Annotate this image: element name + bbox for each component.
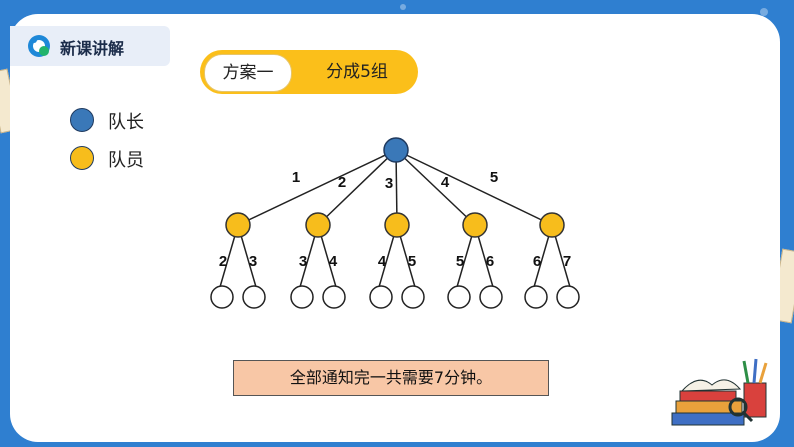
legend-member-label: 队员 — [108, 150, 144, 171]
edge-time-label: 6 — [486, 253, 494, 270]
edge-time-label: 2 — [219, 253, 227, 270]
background-sparkle — [400, 4, 406, 10]
edge-time-label: 4 — [378, 253, 387, 270]
legend-captain-dot — [70, 108, 94, 132]
edge-time-label: 6 — [533, 253, 541, 270]
edge-time-label: 4 — [329, 253, 338, 270]
edge-time-label: 3 — [299, 253, 307, 270]
logo-icon — [28, 35, 50, 57]
empty-node — [290, 285, 314, 309]
edge-time-label: 4 — [441, 174, 450, 191]
tree-edge — [317, 149, 397, 226]
member-node — [539, 212, 565, 238]
empty-node — [556, 285, 580, 309]
empty-node — [242, 285, 266, 309]
captain-node — [383, 137, 409, 163]
edge-time-label: 3 — [385, 175, 393, 192]
edge-time-label: 7 — [563, 253, 571, 270]
edge-time-label: 5 — [456, 253, 464, 270]
member-node — [305, 212, 331, 238]
empty-node — [447, 285, 471, 309]
tree-edge — [395, 149, 476, 226]
edge-time-label: 5 — [408, 253, 416, 270]
edge-time-label: 2 — [338, 174, 346, 191]
empty-node — [322, 285, 346, 309]
plan-description: 分成5组 — [326, 62, 388, 82]
legend-member-dot — [70, 146, 94, 170]
empty-node — [369, 285, 393, 309]
conclusion-box: 全部通知完一共需要7分钟。 — [233, 360, 549, 396]
empty-node — [210, 285, 234, 309]
tree-edge — [395, 149, 553, 226]
member-node — [225, 212, 251, 238]
member-node — [462, 212, 488, 238]
tree-edge — [237, 149, 397, 226]
books-illustration-icon — [671, 358, 768, 426]
edge-time-label: 3 — [249, 253, 257, 270]
empty-node — [479, 285, 503, 309]
empty-node — [401, 285, 425, 309]
plan-name: 方案一 — [204, 54, 292, 92]
edge-time-label: 1 — [292, 169, 300, 186]
edge-time-label: 5 — [490, 169, 498, 186]
section-title: 新课讲解 — [60, 39, 125, 58]
background-sparkle — [760, 8, 768, 16]
legend-captain-label: 队长 — [108, 112, 144, 133]
empty-node — [524, 285, 548, 309]
member-node — [384, 212, 410, 238]
